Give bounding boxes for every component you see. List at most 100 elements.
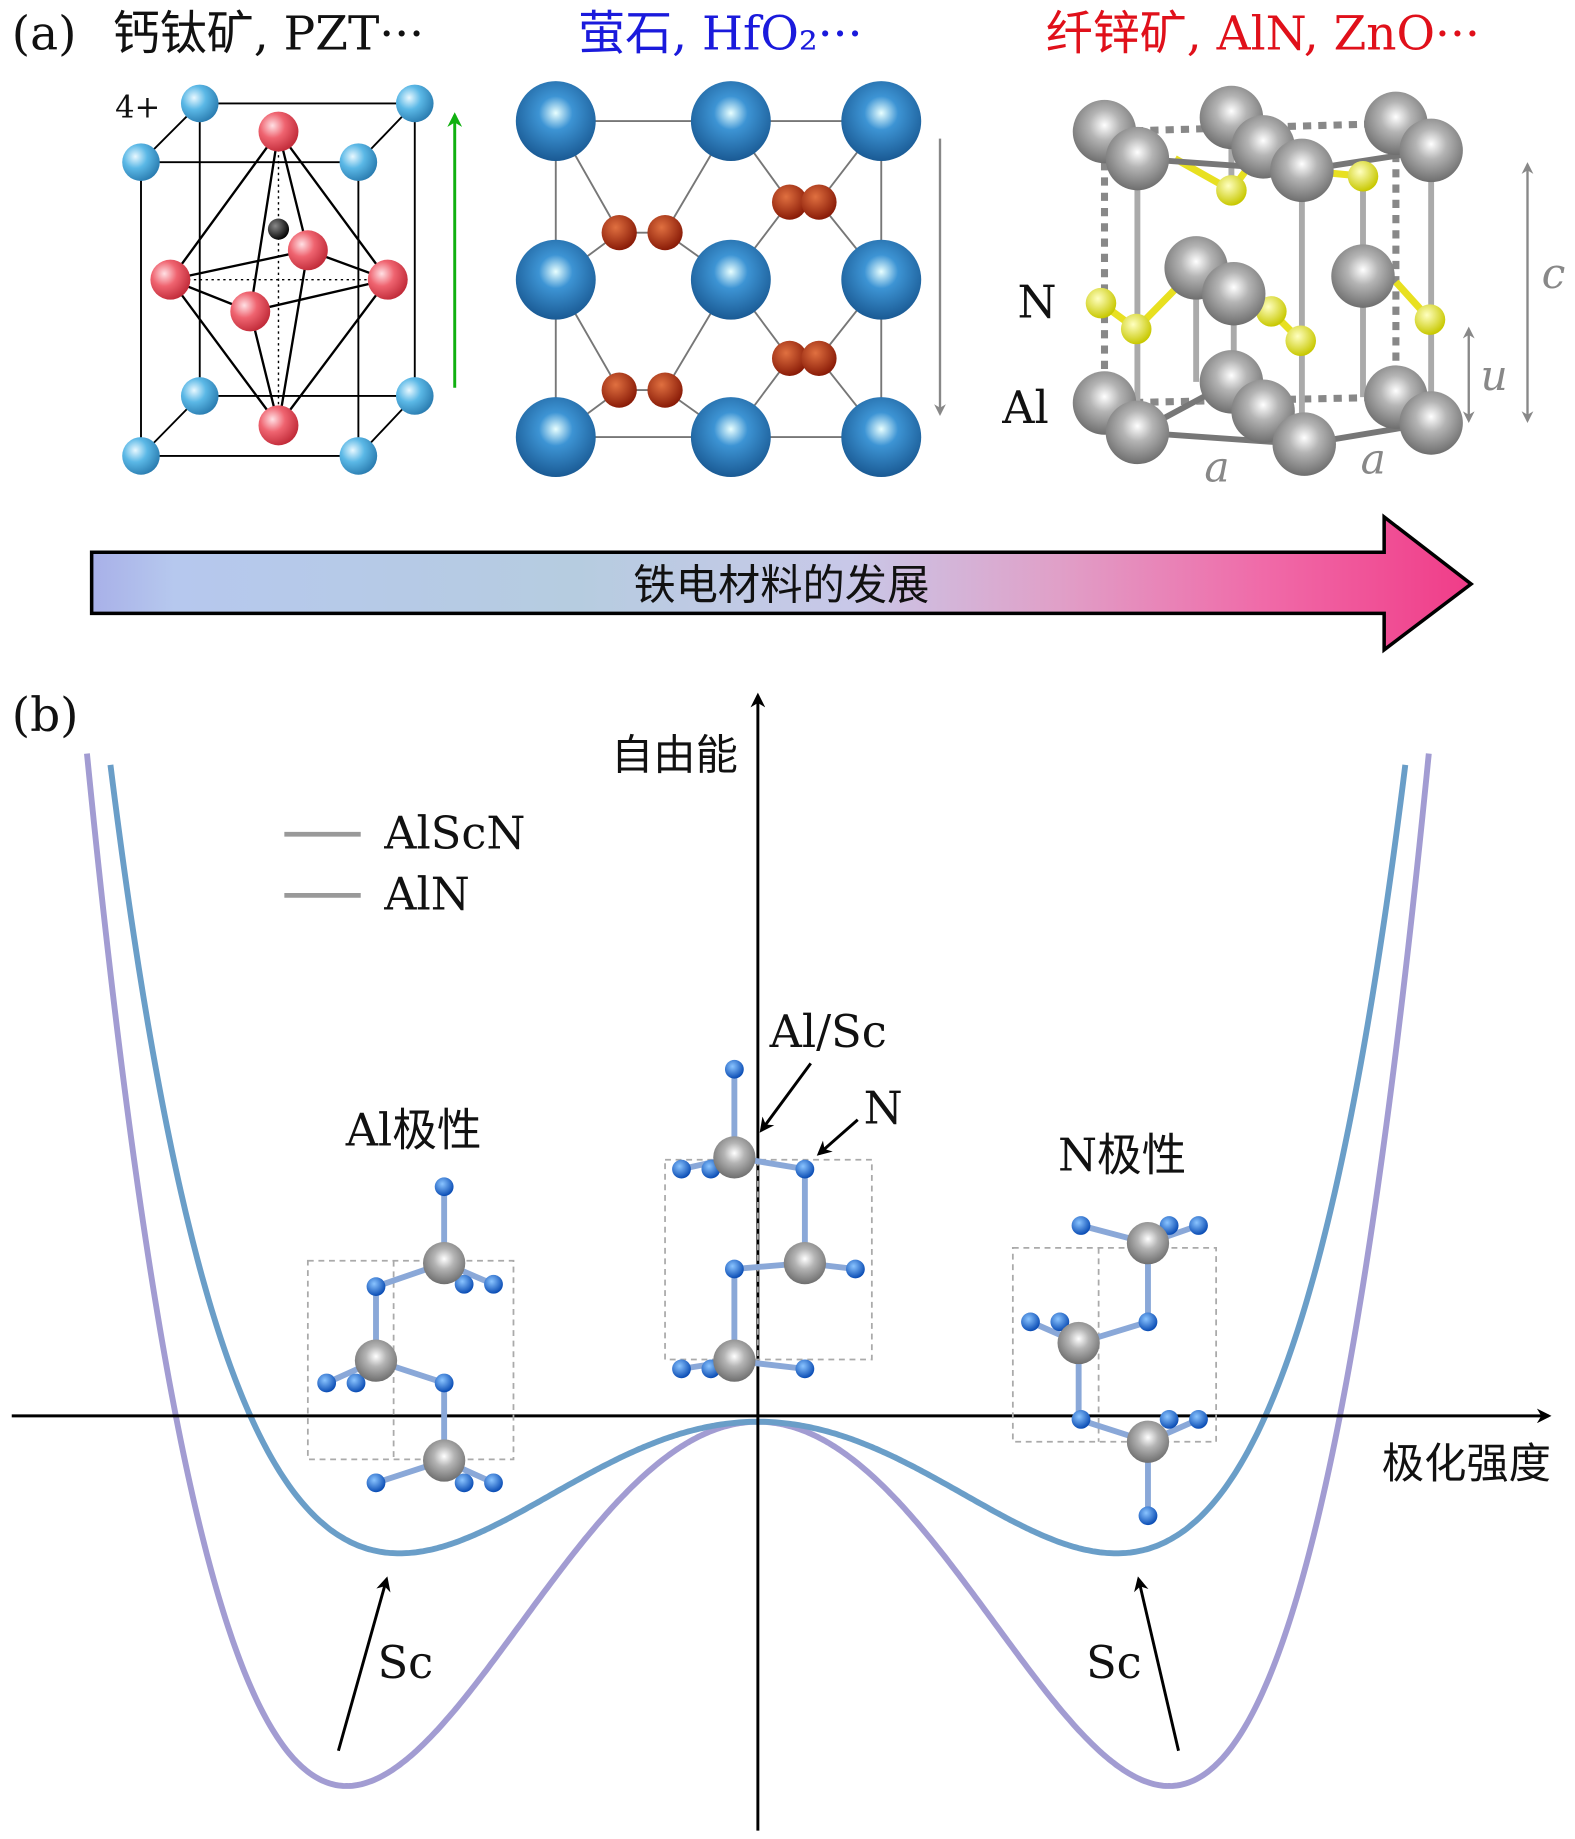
wurtzite-bonds <box>1134 117 1435 445</box>
n-atom <box>454 1473 474 1493</box>
wurtzite-n-atom <box>1085 287 1117 319</box>
n-atom <box>484 1274 503 1294</box>
fluorite-oxygen-atom <box>771 184 808 220</box>
fluorite-oxygen-atom <box>801 340 837 376</box>
panel-a-label: (a) <box>12 6 77 61</box>
al-sc-atom <box>1057 1321 1100 1365</box>
perovskite-a-site-atom <box>122 143 160 181</box>
fluorite-oxygen-atom <box>601 372 637 408</box>
perovskite-a-site-atom <box>122 437 160 475</box>
al-sc-label: Al/Sc <box>769 1006 887 1058</box>
n-atom <box>724 1259 744 1279</box>
al-atom-label: Al <box>1001 382 1049 434</box>
wurtzite-n-atom <box>1216 175 1247 206</box>
wurtzite-al-atom <box>1105 126 1170 191</box>
sc-label-left: Sc <box>378 1637 434 1689</box>
wurtzite-structure: N Al c u a a <box>1001 85 1566 492</box>
al-sc-atom <box>713 1339 756 1382</box>
legend-label-alscn: AlScN <box>383 807 525 859</box>
n-atom <box>1050 1312 1070 1332</box>
perovskite-a-site-atom <box>339 437 378 475</box>
n-atom <box>454 1274 474 1294</box>
n-atom <box>1021 1312 1040 1332</box>
wurtzite-n-atom <box>1120 313 1152 345</box>
n-atom <box>1138 1312 1158 1332</box>
n-atom <box>366 1277 386 1297</box>
fluorite-cation-atom <box>690 239 771 320</box>
fluorite-oxygen-atom <box>647 372 683 408</box>
n-atom <box>1159 1410 1179 1429</box>
al-sc-atom <box>422 1241 466 1285</box>
fluorite-title: 萤石, HfO₂··· <box>578 6 862 61</box>
perovskite-oxygen-atom <box>150 259 191 300</box>
perovskite-a-site-atom <box>395 84 434 123</box>
al-sc-atom <box>783 1241 827 1285</box>
al-sc-atom <box>1126 1222 1170 1265</box>
perovskite-oxygen-atom <box>367 259 408 300</box>
n-atom <box>1138 1506 1158 1526</box>
fluorite-cation-atom <box>515 397 596 478</box>
perovskite-a-site-atom <box>339 143 378 181</box>
wurtzite-al-atom <box>1331 244 1395 308</box>
al-sc-atom <box>354 1339 398 1382</box>
fluorite-oxygen-atom <box>647 215 683 251</box>
n-atom <box>672 1159 691 1179</box>
sc-arrow-left <box>336 1576 391 1752</box>
legend-label-aln: AlN <box>383 868 470 920</box>
perovskite-structure: 4+ <box>115 84 463 475</box>
perovskite-oxygen-atom <box>287 230 328 271</box>
y-axis-label: 自由能 <box>611 731 738 780</box>
legend: AlScN AlN <box>284 807 525 920</box>
n-atom <box>1071 1216 1091 1235</box>
wurtzite-al-atom <box>1270 138 1334 203</box>
fluorite-cation-atom <box>841 397 922 478</box>
n-atom-label: N <box>1018 276 1057 328</box>
c-label: c <box>1542 249 1566 298</box>
panel-b-label: (b) <box>12 688 79 743</box>
fluorite-structure <box>515 81 946 478</box>
perovskite-b-site-atom <box>267 218 290 240</box>
n-atom-annotation: N <box>864 1082 903 1134</box>
fluorite-cation-atom <box>690 397 771 478</box>
wurtzite-title: 纤锌矿, AlN, ZnO··· <box>1046 6 1480 61</box>
n-atom <box>317 1373 337 1393</box>
al-sc-atom <box>422 1439 466 1482</box>
perovskite-oxygen-atom <box>258 405 299 446</box>
n-atom <box>795 1159 815 1179</box>
perovskite-title: 钙钛矿, PZT··· <box>113 6 424 61</box>
n-atom <box>672 1359 691 1379</box>
fluorite-cation-atom <box>841 239 922 320</box>
n-polar-label: N极性 <box>1058 1129 1186 1181</box>
perovskite-oxygen-atom <box>230 291 271 332</box>
sc-label-right: Sc <box>1086 1637 1142 1689</box>
n-atom <box>845 1259 865 1279</box>
n-atom <box>434 1177 454 1197</box>
perovskite-a-site-atom <box>180 84 219 123</box>
wurtzite-al-atom <box>1202 262 1266 326</box>
fluorite-oxygen-atom <box>601 215 637 251</box>
fluorite-cation-atom <box>841 81 922 161</box>
development-arrow: 铁电材料的发展 <box>89 513 1475 654</box>
fluorite-oxygen-atom <box>771 340 808 376</box>
n-atom <box>1189 1216 1208 1235</box>
n-pointer-arrow <box>816 1118 859 1156</box>
polar-structures <box>317 1059 1208 1526</box>
n-atom <box>434 1373 454 1393</box>
al-polar-label: Al极性 <box>345 1105 482 1157</box>
perovskite-a-site-atom <box>180 377 219 415</box>
wurtzite-al-atom <box>1272 412 1336 476</box>
development-arrow-text: 铁电材料的发展 <box>633 560 929 609</box>
wurtzite-n-atom <box>1414 304 1446 335</box>
fluorite-cation-atom <box>515 81 596 161</box>
wurtzite-al-atom <box>1399 391 1463 455</box>
n-atom <box>795 1359 815 1379</box>
perovskite-a-site-atom <box>395 377 434 415</box>
wurtzite-n-atom <box>1285 325 1316 357</box>
n-atom <box>1071 1410 1091 1429</box>
al-sc-atom <box>713 1136 756 1179</box>
al-sc-atom <box>1126 1420 1170 1463</box>
fluorite-oxygen-atom <box>801 184 837 220</box>
n-atom <box>484 1473 503 1493</box>
n-atom <box>724 1059 744 1079</box>
